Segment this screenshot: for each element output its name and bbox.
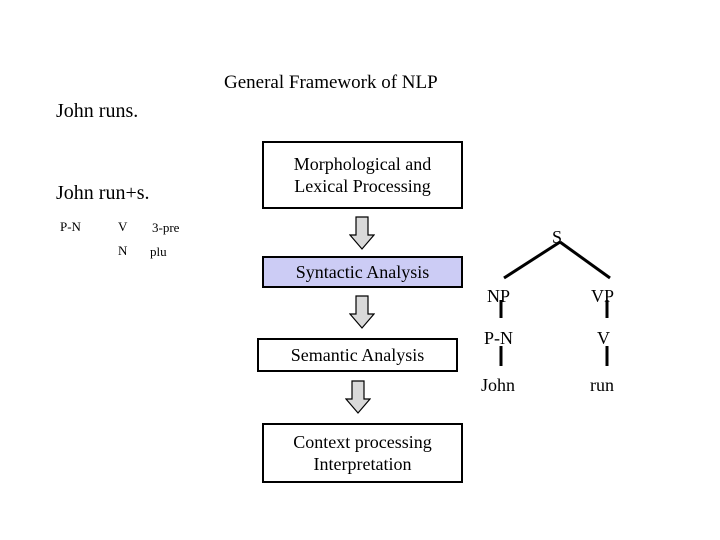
example-sentence-segmented: John run+s. xyxy=(56,182,150,204)
parse-leaf-john: John xyxy=(481,375,516,395)
stage-context-line2: Interpretation xyxy=(313,454,412,474)
tag-number: plu xyxy=(150,244,167,259)
parse-leaf-run: run xyxy=(590,375,614,395)
stage-morphological-line1: Morphological and xyxy=(293,153,432,174)
parse-node-np: NP xyxy=(487,286,511,306)
stage-context-line1: Context processing xyxy=(293,431,432,452)
tag-verb: V xyxy=(118,219,128,234)
parse-node-s: S xyxy=(552,227,563,247)
stage-semantic-analysis: Semantic Analysis xyxy=(257,338,458,372)
example-sentence-surface: John runs. xyxy=(56,100,139,122)
stage-context-processing: Context processing Interpretation xyxy=(262,423,463,483)
stage-morphological-line2: Lexical Processing xyxy=(294,176,431,196)
stage-morphological-lexical: Morphological and Lexical Processing xyxy=(262,141,463,209)
page-title: General Framework of NLP xyxy=(224,72,438,93)
stage-syntactic-label: Syntactic Analysis xyxy=(295,261,430,282)
tag-person-tense: 3-pre xyxy=(152,220,180,235)
stage-syntactic-analysis: Syntactic Analysis xyxy=(262,256,463,288)
parse-node-vp: VP xyxy=(591,286,615,306)
stage-semantic-label: Semantic Analysis xyxy=(290,344,425,365)
parse-node-v: V xyxy=(597,328,610,348)
down-block-arrow-icon xyxy=(344,380,372,414)
tag-proper-noun: P-N xyxy=(60,219,81,234)
tag-noun: N xyxy=(118,243,128,258)
parse-tree-edges xyxy=(470,220,650,400)
down-block-arrow-icon xyxy=(348,216,376,250)
down-block-arrow-icon xyxy=(348,295,376,329)
parse-node-pn: P-N xyxy=(484,328,514,348)
